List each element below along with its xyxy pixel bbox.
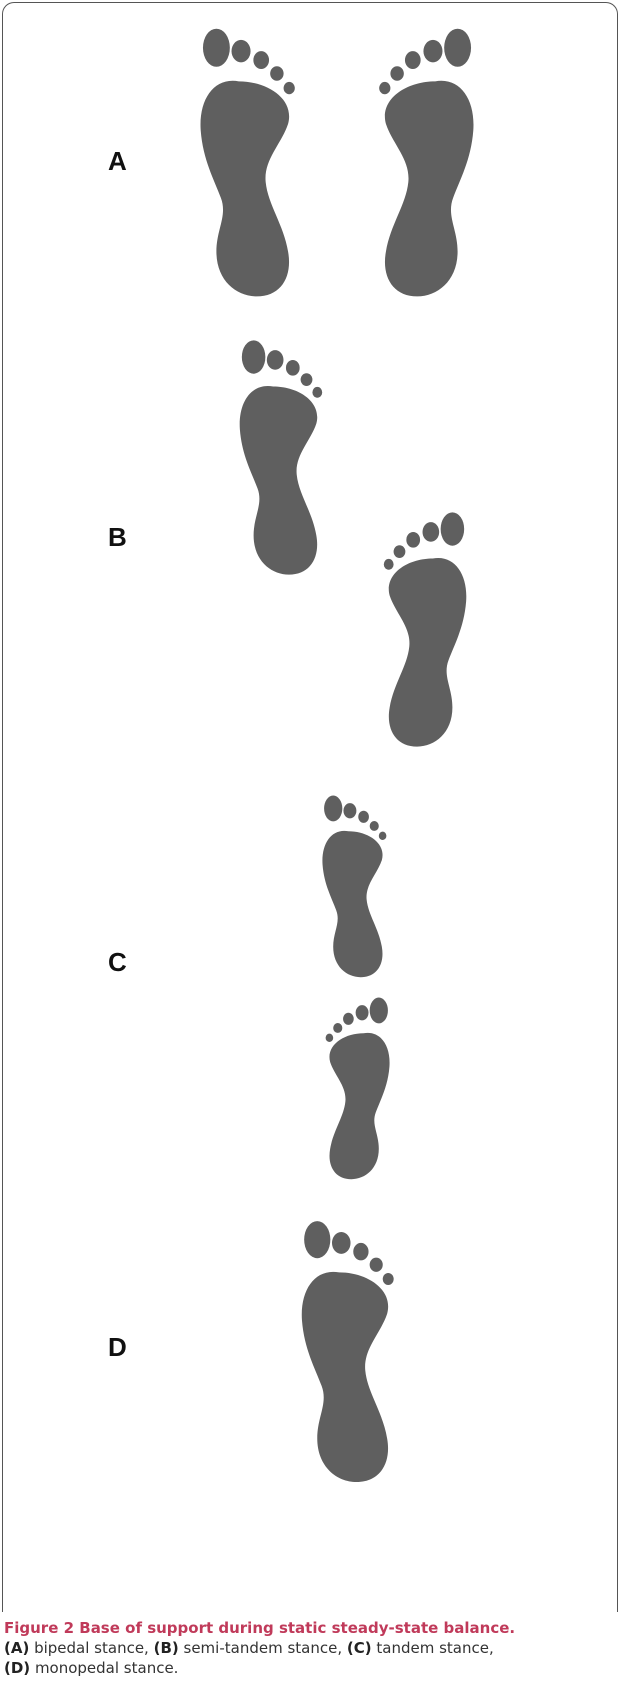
right-footprint-a [368,24,480,300]
panel-label-d: D [108,1332,127,1363]
caption-tag-c: (C) [347,1639,372,1657]
caption-text-c: tandem stance, [372,1639,494,1657]
caption-tag-a: (A) [4,1639,29,1657]
right-footprint-c [318,990,394,1186]
panel-label-c: C [108,947,127,978]
caption-tag-d: (D) [4,1659,30,1677]
caption-text-a: bipedal stance, [29,1639,153,1657]
figure-caption: Figure 2 Base of support during static s… [4,1618,616,1678]
left-footprint-d [294,1220,406,1482]
caption-text-d: monopedal stance. [30,1659,178,1677]
panel-label-a: A [108,146,127,177]
left-footprint-c [318,788,394,984]
panel-label-b: B [108,522,127,553]
right-footprint-b [374,508,472,750]
left-footprint-b [234,336,332,578]
caption-tag-b: (B) [154,1639,179,1657]
left-footprint-a [194,24,306,300]
caption-text-b: semi-tandem stance, [179,1639,347,1657]
figure-title: Figure 2 Base of support during static s… [4,1619,515,1637]
